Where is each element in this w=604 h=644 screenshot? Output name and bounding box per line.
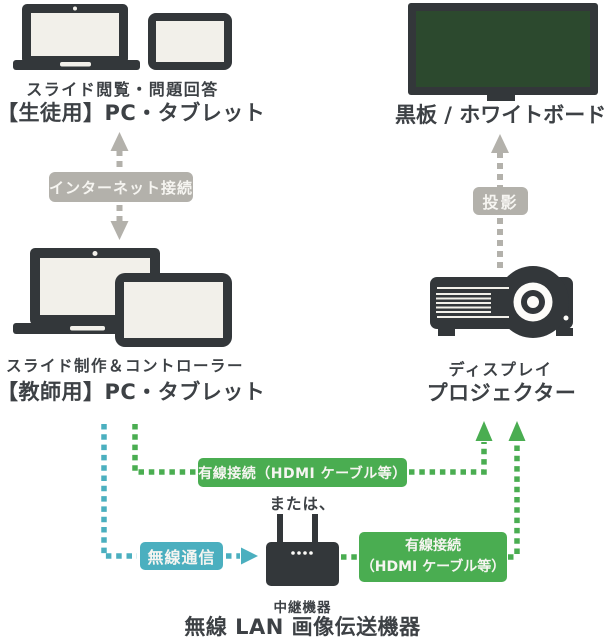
projector-vents [436,293,491,313]
student-caption: スライド閲覧・問題回答 [26,80,219,99]
internet-label: インターネット接続 [49,172,193,202]
teacher-title: 【教師用】PC・タブレット [0,380,266,404]
laptop-camera-dot [73,6,77,11]
student-devices-icon [13,4,232,70]
laptop-notch [70,326,105,331]
teacher-devices-icon [13,248,232,347]
arrow-up-icon [110,132,129,151]
wired-connection-label-2: 有線接続 （HDMI ケーブル等） [359,532,507,582]
projector-led-dot [563,315,569,321]
router-body [266,542,339,586]
blackboard-icon [408,3,598,101]
blackboard-surface [416,11,590,87]
router-antenna [277,514,283,548]
tablet-screen [156,21,224,62]
laptop-screen [31,13,119,56]
arrow-right-icon [241,547,258,565]
projector-lens-center [527,296,539,308]
projector-title: プロジェクター [426,381,577,405]
laptop-camera-dot [92,251,98,256]
relay-caption: 中継機器 [273,600,332,616]
projector-icon [430,266,573,338]
blackboard-stand [487,93,515,101]
arrow-up-icon [491,134,509,153]
teacher-caption: スライド制作＆コントローラー [5,357,244,375]
student-title: 【生徒用】PC・タブレット [0,101,266,125]
wired-connection-label-1: 有線接続（HDMI ケーブル等） [198,458,407,487]
wired-route-a-line2 [409,442,487,475]
wired-label-line1: 有線接続 [405,538,461,554]
laptop-notch [60,62,91,67]
wired-label-line2: （HDMI ケーブル等） [360,559,506,575]
projector-caption: ディスプレイ [448,360,553,379]
tablet-screen [124,282,223,338]
router-antenna [312,514,318,548]
arrow-up-icon [475,421,493,441]
arrow-up-icon [508,421,526,441]
projector-foot [556,328,573,336]
projector-foot [438,328,455,336]
relay-device-icon [266,514,339,586]
board-title: 黒板 / ホワイトボード [395,103,604,127]
router-leds [291,551,313,555]
relay-title: 無線 LAN 画像伝送機器 [184,615,421,639]
wireless-label: 無線通信 [140,542,223,570]
arrow-down-icon [110,221,129,240]
wireless-route-line [101,424,137,559]
projection-label: 投影 [473,187,528,215]
or-text: または、 [269,495,336,513]
wired-route-a-line [132,424,196,475]
